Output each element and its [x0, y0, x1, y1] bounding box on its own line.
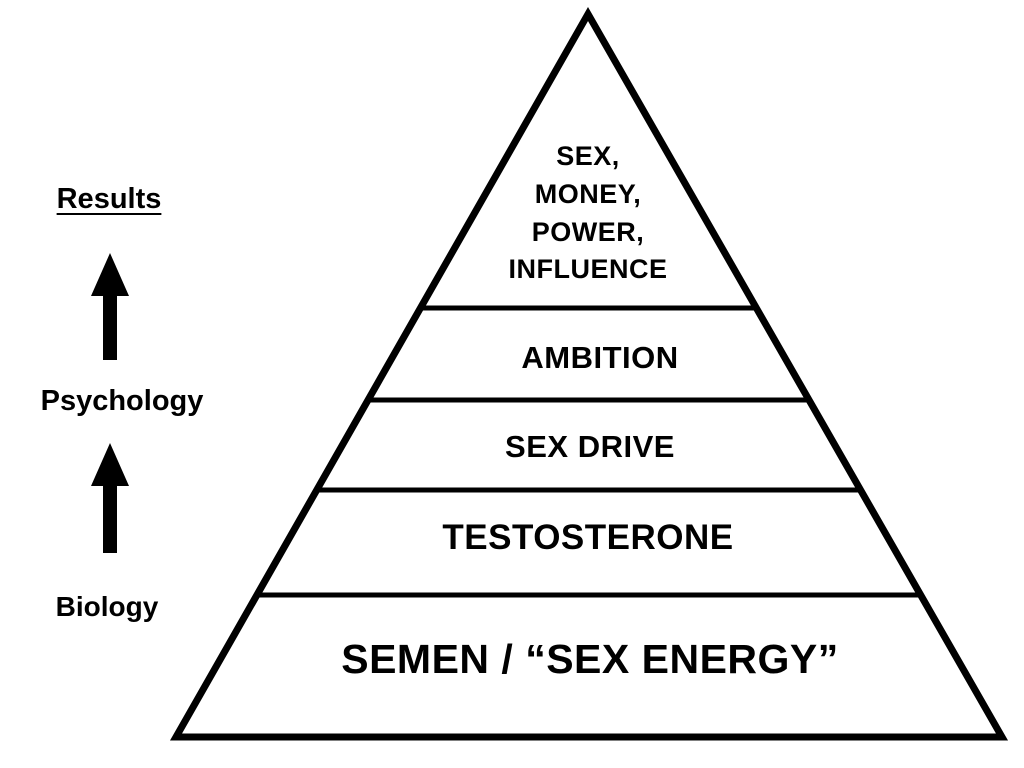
pyramid-level-5-label: SEMEN / “SEX ENERGY”: [341, 636, 839, 682]
up-arrow-psychology-to-results-icon: [91, 253, 129, 360]
axis-psychology-label: Psychology: [40, 385, 204, 417]
axis-results-label: Results: [56, 183, 162, 215]
axis-biology-label: Biology: [55, 591, 159, 622]
pyramid-level-4-label: TESTOSTERONE: [442, 518, 734, 557]
pyramid-level-2-label: AMBITION: [521, 340, 679, 375]
pyramid-level-3-label: SEX DRIVE: [505, 429, 675, 464]
pyramid-level-1-label: SEX, MONEY, POWER, INFLUENCE: [508, 141, 668, 285]
pyramid-outline: [169, 6, 1009, 741]
up-arrow-biology-to-psychology-icon: [91, 443, 129, 553]
